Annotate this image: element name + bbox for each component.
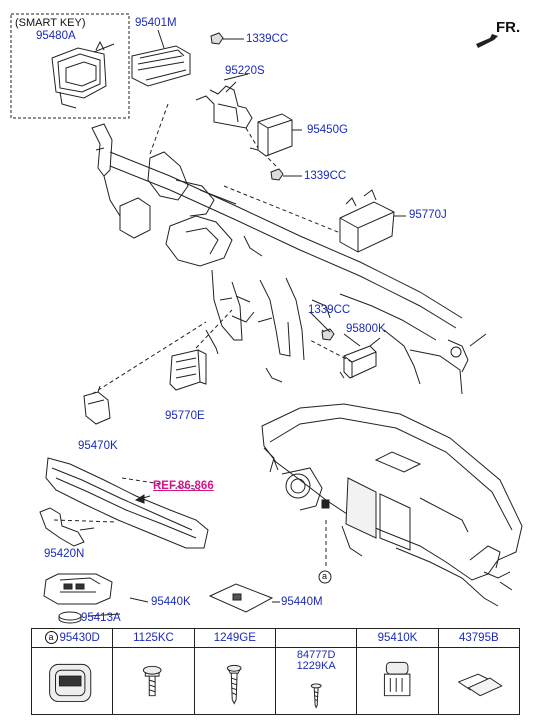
bolt-top-drawing xyxy=(210,32,244,45)
part-label-1339cc-top[interactable]: 1339CC xyxy=(246,33,289,45)
table-header-43795b[interactable]: 43795B xyxy=(437,628,521,648)
module-95470k-drawing xyxy=(83,385,111,425)
smart-key-group-box xyxy=(10,13,130,119)
module-95450g-drawing xyxy=(249,113,302,157)
table-header-1249ge[interactable]: 1249GE xyxy=(193,628,276,648)
table-part-number: 43795B xyxy=(458,632,499,644)
table-sub-label-1229ka[interactable]: 1229KA xyxy=(296,660,336,672)
module-95401m-drawing xyxy=(131,45,191,87)
small-screw-drawing xyxy=(310,683,322,709)
table-part-number: 95430D xyxy=(59,632,100,644)
crossmember-drawing xyxy=(91,123,487,395)
part-label-95401m[interactable]: 95401M xyxy=(135,17,177,29)
table-sub-label-84777d[interactable]: 84777D xyxy=(296,649,336,661)
part-label-95770j[interactable]: 95770J xyxy=(409,209,447,221)
part-label-95220s[interactable]: 95220S xyxy=(225,65,265,77)
front-direction-label: FR. xyxy=(496,19,521,36)
callout-letter: a xyxy=(322,571,328,581)
key-card-drawing xyxy=(208,583,274,613)
part-label-95413a[interactable]: 95413A xyxy=(81,612,121,624)
part-label-95440m[interactable]: 95440M xyxy=(281,596,323,608)
part-label-95470k[interactable]: 95470K xyxy=(78,440,118,452)
battery-drawing xyxy=(58,611,82,624)
start-button-drawing xyxy=(49,663,92,703)
switch-drawing xyxy=(384,661,411,697)
table-cell-screw xyxy=(193,647,276,715)
dashboard-drawing xyxy=(261,403,523,607)
table-header-1125kc[interactable]: 1125KC xyxy=(112,628,195,648)
table-part-number: 1249GE xyxy=(213,632,256,644)
part-label-1339cc-low[interactable]: 1339CC xyxy=(308,304,351,316)
table-cell-bolt xyxy=(112,647,195,715)
reference-link[interactable]: REF.86-866 xyxy=(153,480,214,492)
bolt-mid-drawing xyxy=(270,168,302,181)
module-95770e-drawing xyxy=(169,349,207,391)
pad-drawing xyxy=(457,673,503,697)
table-part-number: 1125KC xyxy=(133,632,174,644)
table-cell-start-button xyxy=(30,647,114,715)
callout-circle xyxy=(318,570,332,584)
table-header-95410k[interactable]: 95410K xyxy=(356,628,439,648)
part-label-95800k[interactable]: 95800K xyxy=(346,323,386,335)
table-part-number: 95410K xyxy=(377,632,418,644)
part-label-95420n[interactable]: 95420N xyxy=(44,548,85,560)
flange-bolt-drawing xyxy=(143,665,162,697)
table-cell-small-screw: 84777D 1229KA xyxy=(274,647,358,715)
module-95800k-drawing xyxy=(339,337,381,379)
table-cell-pad xyxy=(437,647,521,715)
bracket-95220s-drawing xyxy=(195,73,253,129)
part-label-95440k[interactable]: 95440K xyxy=(151,596,191,608)
smart-key-group-label: (SMART KEY) xyxy=(15,17,86,29)
part-label-95770e[interactable]: 95770E xyxy=(165,410,205,422)
front-direction-arrow xyxy=(476,34,498,48)
bolt-low-drawing xyxy=(321,328,335,341)
callout-circle-small: a xyxy=(44,631,58,645)
smart-key-module-drawing xyxy=(51,40,107,109)
table-cell-switch xyxy=(356,647,439,715)
part-label-95450g[interactable]: 95450G xyxy=(307,124,348,136)
table-header-empty xyxy=(274,628,358,648)
module-95770j-drawing xyxy=(339,189,406,253)
screw-drawing xyxy=(226,664,242,705)
antenna-bar-drawing xyxy=(39,457,209,549)
key-fob-drawing xyxy=(43,573,113,605)
part-label-1339cc-mid[interactable]: 1339CC xyxy=(304,170,347,182)
part-label-95480a[interactable]: 95480A xyxy=(36,30,76,42)
